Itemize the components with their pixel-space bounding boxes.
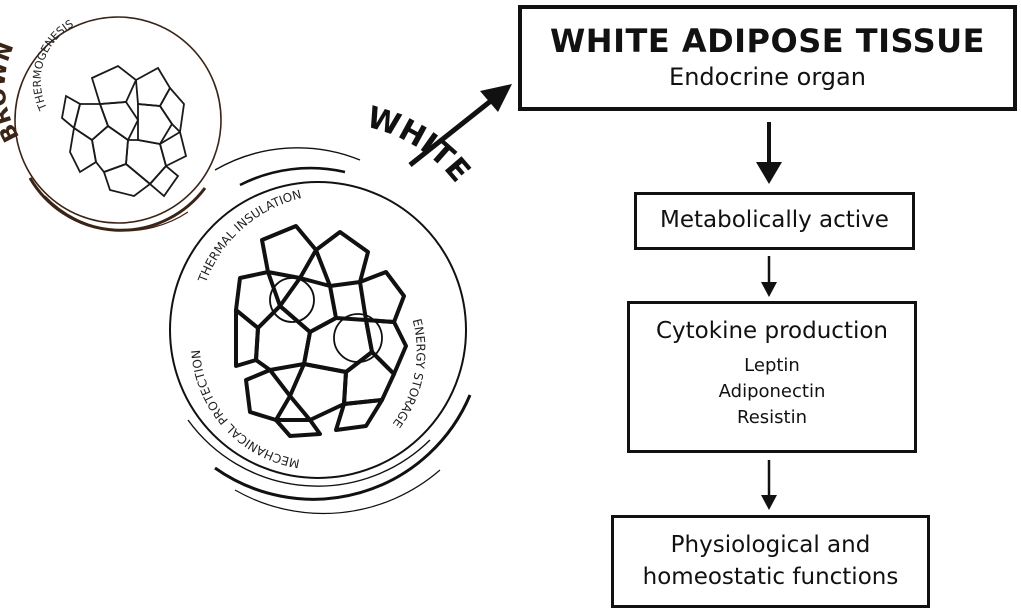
cytokine-title: Cytokine production: [655, 318, 888, 344]
cytokine-box: Cytokine production Leptin Adiponectin R…: [627, 301, 917, 453]
metabolic-label: Metabolically active: [660, 207, 889, 234]
white-adipocyte-cells: [234, 224, 408, 438]
cytokine-list: Leptin Adiponectin Resistin: [719, 353, 826, 431]
arrow-white-to-wat: [408, 84, 512, 167]
white-label: WHITE: [363, 100, 477, 189]
wat-box: WHITE ADIPOSE TISSUE Endocrine organ: [518, 5, 1017, 111]
cytokine-item-resistin: Resistin: [737, 407, 807, 429]
cytokine-item-adiponectin: Adiponectin: [718, 381, 826, 403]
arrow-metabolic-to-cytokine: [761, 256, 777, 297]
thermal-insulation-label: THERMAL INSULATION: [195, 187, 303, 285]
functions-line-2: homeostatic functions: [642, 563, 899, 590]
metabolic-box: Metabolically active: [634, 192, 915, 250]
wat-subtitle: Endocrine organ: [669, 63, 866, 92]
functions-line-1: Physiological and: [670, 532, 871, 559]
functions-box: Physiological and homeostatic functions: [611, 515, 930, 608]
brown-adipocyte-cells: [61, 64, 188, 198]
brown-label: BROWN: [0, 39, 25, 146]
arrow-wat-to-metabolic: [756, 122, 782, 184]
thermogenesis-label: THERMOGENESIS: [31, 17, 76, 113]
cytokine-item-leptin: Leptin: [744, 355, 800, 377]
arrow-cytokine-to-functions: [761, 460, 777, 510]
wat-title: WHITE ADIPOSE TISSUE: [550, 22, 985, 60]
white-adipocyte-overlap: [269, 277, 383, 363]
white-circle: [169, 147, 472, 515]
brown-circle: [14, 16, 222, 232]
